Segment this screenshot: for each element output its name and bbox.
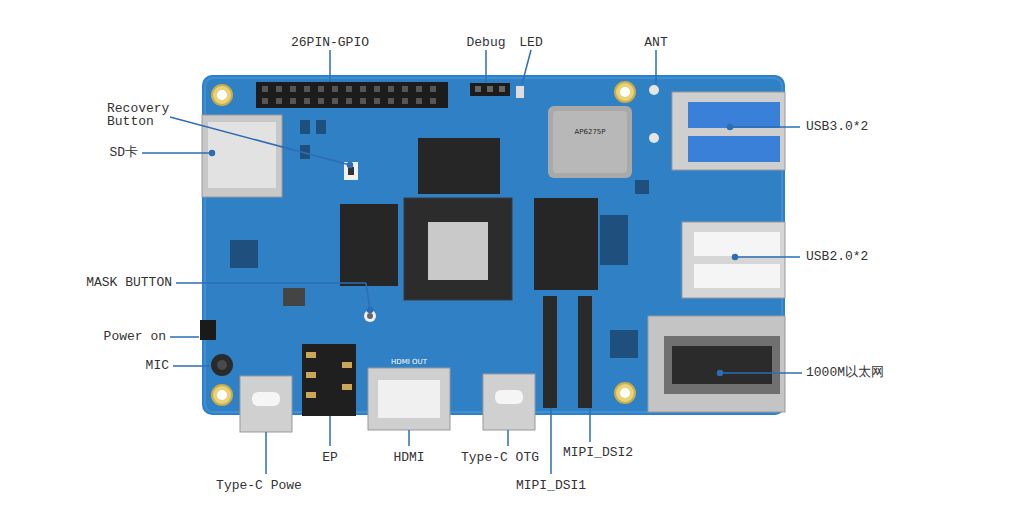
callout-label: SD卡 bbox=[109, 146, 138, 160]
callout-label: Recovery Button bbox=[107, 102, 177, 128]
callout-label: Debug bbox=[466, 36, 505, 50]
callout-label: USB3.0*2 bbox=[806, 120, 868, 134]
callout-label: EP bbox=[322, 451, 338, 465]
callout-label: MIPI_DSI2 bbox=[563, 446, 633, 460]
callout-label: MASK BUTTON bbox=[86, 276, 172, 290]
callout-label: MIC bbox=[146, 359, 169, 373]
callout-label: HDMI bbox=[393, 451, 424, 465]
callout-label: Type-C OTG bbox=[461, 451, 539, 465]
silkscreen-text: HDMI OUT bbox=[391, 358, 427, 366]
callout-label: Type-C Powe bbox=[216, 479, 302, 493]
callout-label: 1000M以太网 bbox=[806, 366, 884, 380]
callout-label: 26PIN-GPIO bbox=[291, 36, 369, 50]
callout-label: MIPI_DSI1 bbox=[516, 479, 586, 493]
silkscreen-text: AP6275P bbox=[574, 128, 605, 136]
callout-label: ANT bbox=[644, 36, 667, 50]
callout-label: LED bbox=[519, 36, 542, 50]
callout-label: Power on bbox=[104, 330, 166, 344]
callout-label: USB2.0*2 bbox=[806, 250, 868, 264]
